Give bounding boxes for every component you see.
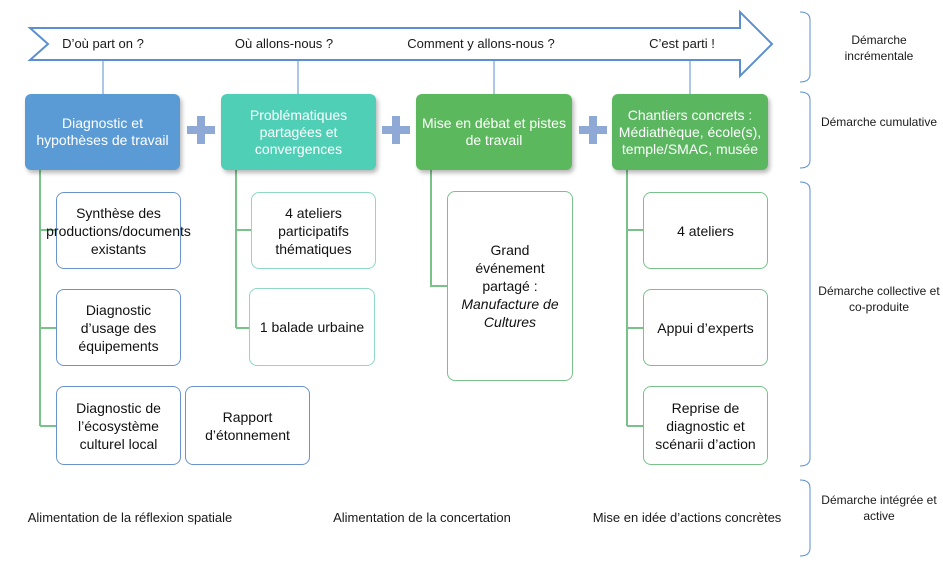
item-appui-experts: Appui d’experts [643, 289, 768, 366]
plus-icon [382, 116, 410, 144]
bracket-collective [799, 181, 811, 467]
side-label-integree: Démarche intégrée et active [821, 493, 937, 523]
header-chantiers: Chantiers concrets : Médiathèque, école(… [612, 94, 768, 170]
manufacture-de-cultures-text: Manufacture de Cultures [461, 296, 559, 330]
tree-col1 [39, 170, 56, 427]
phase-label-where: Où allons-nous ? [234, 36, 334, 51]
item-4-ateliers: 4 ateliers [643, 192, 768, 269]
header-problematiques: Problématiques partagées et convergences [221, 94, 376, 170]
item-diagnostic-usage: Diagnostic d’usage des équipements [56, 289, 181, 366]
item-diagnostic-ecosysteme: Diagnostic de l’écosystème culturel loca… [56, 386, 181, 465]
side-label-collective: Démarche collective et co-produite [818, 284, 940, 314]
bracket-cumulative [799, 91, 811, 169]
header-diagnostic: Diagnostic et hypothèses de travail [25, 94, 180, 170]
header-mise-en-debat: Mise en débat et pistes de travail [416, 94, 572, 170]
side-label-cumulative: Démarche cumulative [820, 115, 938, 129]
bottom-label-spatiale: Alimentation de la réflexion spatiale [27, 510, 233, 525]
bracket-incremental [799, 11, 811, 83]
side-label-incremental: Démarche incrémentale [844, 33, 914, 63]
item-reprise-diagnostic: Reprise de diagnostic et scénarii d’acti… [643, 386, 768, 465]
plus-icon [187, 116, 215, 144]
tree-col3 [430, 170, 447, 287]
bottom-label-concertation: Alimentation de la concertation [333, 510, 511, 525]
grand-evenement-text: Grand événement partagé : [475, 242, 545, 294]
plus-icon [579, 116, 607, 144]
item-balade-urbaine: 1 balade urbaine [249, 288, 375, 366]
timeline-arrow [27, 9, 774, 79]
item-synthese: Synthèse des productions/documents exist… [46, 192, 191, 269]
phase-label-go: C’est parti ! [649, 36, 715, 51]
item-ateliers-thematiques: 4 ateliers participatifs thématiques [251, 192, 376, 269]
tree-col2 [235, 170, 251, 329]
item-rapport-etonnement: Rapport d’étonnement [185, 386, 310, 465]
item-grand-evenement: Grand événement partagé : Manufacture de… [447, 191, 573, 381]
bracket-integrated [799, 479, 811, 557]
phase-label-how: Comment y allons-nous ? [407, 36, 555, 51]
phase-label-start: D’où part on ? [62, 36, 144, 51]
bottom-label-actions: Mise en idée d’actions concrètes [592, 510, 782, 525]
tree-col4 [626, 170, 643, 427]
